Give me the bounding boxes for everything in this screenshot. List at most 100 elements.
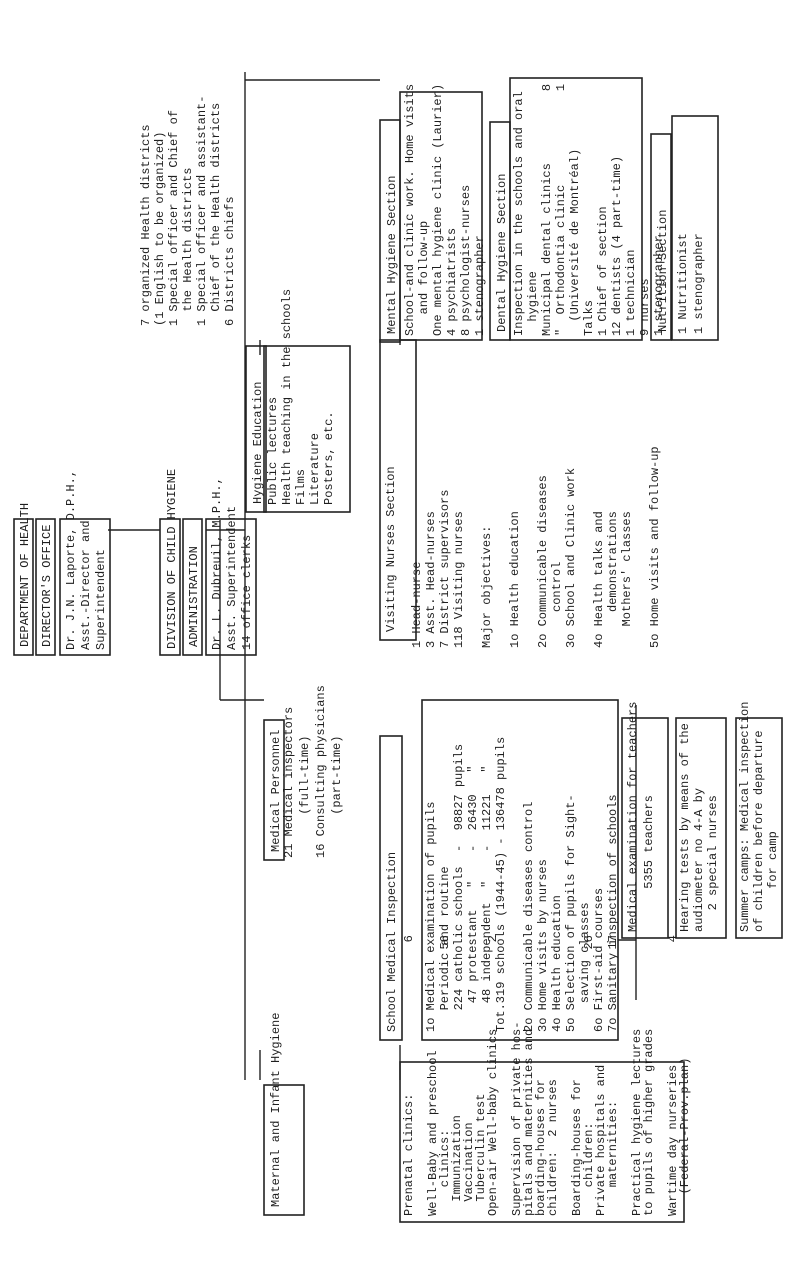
medical-personnel-line: 21 Medical inspectors xyxy=(282,707,296,858)
visiting-nurses-details: 1 Head-nurse 3 Asst. Head-nurses 7 Distr… xyxy=(410,446,662,648)
mental-hygiene-box xyxy=(399,91,483,341)
maternal-line: to pupils of higher grades xyxy=(642,1029,656,1216)
school-inspection-title: School Medical Inspection xyxy=(385,852,399,1032)
administration-title: ADMINISTRATION xyxy=(187,546,201,647)
maternal-line: Practical hygiene lectures xyxy=(630,1029,644,1216)
teachers-examination-box xyxy=(621,717,669,939)
maternal-details: Prenatal clinics: 6 Well-Baby and presch… xyxy=(402,935,692,1216)
summer-line: Summer camps: Medical inspection xyxy=(738,702,752,932)
maternal-line: clinics: 56 xyxy=(438,935,452,1216)
maternal-box xyxy=(399,1061,685,1223)
maternal-title-box xyxy=(263,1084,305,1216)
dental-hygiene-title: Dental Hygiene Section xyxy=(495,174,509,332)
medical-personnel-line: 16 Consulting physicians xyxy=(314,685,328,858)
maternal-line: Vaccination xyxy=(462,1122,476,1216)
maternal-line: Supervision of private hos- xyxy=(510,1022,524,1216)
mental-hygiene-details: School-and clinic work. Home visits and … xyxy=(403,84,487,336)
director-line-1: Dr. J.N. Laporte, D.P.H., xyxy=(64,470,78,650)
districts-line: 6 Districts chiefs xyxy=(223,196,237,326)
hygiene-education-line: Posters, etc. xyxy=(322,411,336,505)
visiting-nurses-line: Major objectives: xyxy=(480,526,494,648)
visiting-nurses-line: 4o Health talks and xyxy=(592,511,606,648)
hearing-line: 2 special nurses xyxy=(706,795,720,932)
hygiene-education-details: Public lectures Health teaching in the s… xyxy=(266,289,336,505)
admin-staff-line-3: 14 office clerks xyxy=(240,535,254,650)
mental-line: 8 psychologist-nurses xyxy=(459,185,473,336)
administration-box xyxy=(182,518,203,656)
visiting-nurses-line: 118 Visiting nurses xyxy=(452,511,466,648)
director-line-2: Asst.-Director and xyxy=(79,520,93,650)
school-inspection-line: saving classes xyxy=(578,902,592,1032)
medical-personnel-details: 21 Medical inspectors (full-time) 16 Con… xyxy=(282,685,344,858)
hygiene-education-title-box xyxy=(245,345,267,513)
department-box xyxy=(13,518,34,656)
districts-line: 1 Special officer and Chief of xyxy=(167,110,181,326)
nutrition-details: 1 Nutritionist 1 stenographer xyxy=(676,233,706,334)
division-title: DIVISION OF CHILD HYGIENE xyxy=(165,469,179,649)
dental-line: 9 nurses xyxy=(638,278,652,336)
dental-line: hygiene xyxy=(526,271,540,336)
summer-camps-details: Summer camps: Medical inspection of chil… xyxy=(738,702,780,932)
directors-office-box xyxy=(35,518,56,656)
school-inspection-line: 47 protestant " - 26430 " xyxy=(466,766,480,1032)
medical-personnel-title: Medical Personnel xyxy=(269,730,283,852)
dental-line: (Université de Montréal) xyxy=(568,149,582,336)
school-inspection-box xyxy=(421,699,619,1041)
school-inspection-line: 6o First-aid courses xyxy=(592,888,606,1032)
dental-line: 1 Chief of section xyxy=(596,206,610,336)
school-inspection-line: Tot.319 schools (1944-45) - 136478 pupil… xyxy=(494,737,508,1032)
school-inspection-title-box xyxy=(379,735,403,1041)
admin-staff-line-1: Dr. L. Dubreuil, M.P.H., xyxy=(210,477,224,650)
maternal-line: (Federal-Prov.plan) xyxy=(678,1058,692,1216)
division-box xyxy=(159,518,181,656)
maternal-line: children: 2 nurses xyxy=(546,1079,560,1216)
maternal-line: Open-air Well-baby clinics 2 xyxy=(486,935,500,1216)
teachers-examination-details: Medical examination for teachers 5355 te… xyxy=(626,702,656,932)
hygiene-education-line: Public lectures xyxy=(266,397,280,505)
department-title: DEPARTMENT OF HEALTH xyxy=(18,503,32,647)
maternal-line: boarding-houses for xyxy=(534,1079,548,1216)
admin-staff-line-2: Asst. Superintendent xyxy=(225,506,239,650)
maternal-line: Immunization xyxy=(450,1115,464,1216)
dental-line: 12 dentists (4 part-time) xyxy=(610,156,624,336)
school-inspection-line: 4o Health education xyxy=(550,895,564,1032)
hearing-tests-details: Hearing tests by means of the audiometer… xyxy=(678,723,720,932)
teachers-line: 5355 teachers xyxy=(642,795,656,932)
maternal-line: maternities: 17 xyxy=(606,935,620,1216)
school-inspection-line: Periodic and routine xyxy=(438,866,452,1032)
districts-line: the Health districts xyxy=(181,168,195,326)
directors-office-title: DIRECTOR'S OFFICE xyxy=(40,525,54,647)
mental-hygiene-title: Mental Hygiene Section xyxy=(385,176,399,334)
hygiene-education-box xyxy=(263,345,351,513)
school-inspection-line: 224 catholic schools - 98827 pupils xyxy=(452,744,466,1032)
dental-line: " Orthodontia clinic 1 xyxy=(554,84,568,336)
medical-personnel-title-box xyxy=(263,719,285,861)
mental-line: 4 psychiatrists xyxy=(445,228,459,336)
districts-line: 7 organized Health districts xyxy=(139,124,153,326)
dental-hygiene-details: Inspection in the schools and oral hygie… xyxy=(512,84,666,336)
school-inspection-line: 3o Home visits by nurses xyxy=(536,859,550,1032)
visiting-nurses-line: 1o Health education xyxy=(508,511,522,648)
school-inspection-details: 1o Medical examination of pupils Periodi… xyxy=(424,737,620,1032)
nutrition-line: 1 stenographer xyxy=(692,233,706,334)
visiting-nurses-line: 1 Head-nurse xyxy=(410,562,424,648)
visiting-nurses-line: 2o Communicable diseases xyxy=(536,475,550,648)
medical-personnel-line: (full-time) xyxy=(298,736,312,858)
director-line-3: Superintendent xyxy=(94,549,108,650)
summer-line: for camp xyxy=(766,831,780,932)
maternal-line: Prenatal clinics: 6 xyxy=(402,935,416,1216)
nutrition-line: 1 Nutritionist xyxy=(676,233,690,334)
visiting-nurses-line: 3o School and Clinic work xyxy=(564,468,578,648)
summer-camps-box xyxy=(735,717,783,939)
visiting-nurses-title-box xyxy=(379,339,417,641)
districts-line: 1 Special officer and assistant- xyxy=(195,96,209,326)
admin-staff-box xyxy=(205,518,257,656)
school-inspection-line: 48 independent " - 11221 " xyxy=(480,766,494,1032)
medical-personnel-line: (part-time) xyxy=(330,736,344,858)
school-inspection-line: 5o Selection of pupils for Sight- xyxy=(564,794,578,1032)
visiting-nurses-title: Visiting Nurses Section xyxy=(384,466,398,632)
districts-line: Chief of the Health districts xyxy=(209,103,223,326)
nutrition-title: Nutrition Section xyxy=(656,210,670,332)
